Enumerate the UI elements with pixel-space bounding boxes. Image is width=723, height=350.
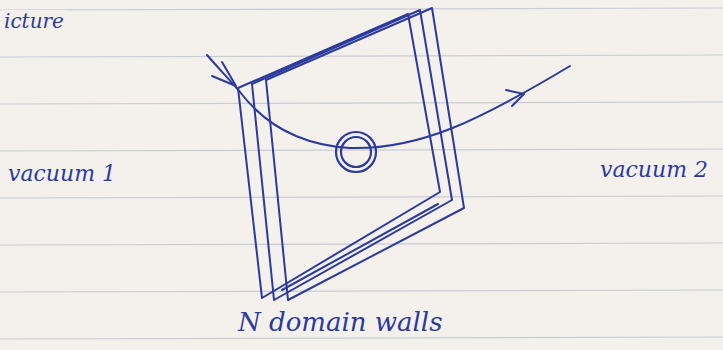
ruled-lines: [0, 8, 723, 339]
trajectory-arrow: [207, 55, 570, 148]
region-label: vacuum 2: [598, 158, 710, 182]
caption-label: N domain walls: [236, 308, 445, 337]
region-label: vacuum 1: [6, 162, 118, 186]
cut-heading: icture: [2, 10, 66, 32]
domain-walls: [238, 8, 464, 300]
soliton-circle: [336, 132, 376, 172]
